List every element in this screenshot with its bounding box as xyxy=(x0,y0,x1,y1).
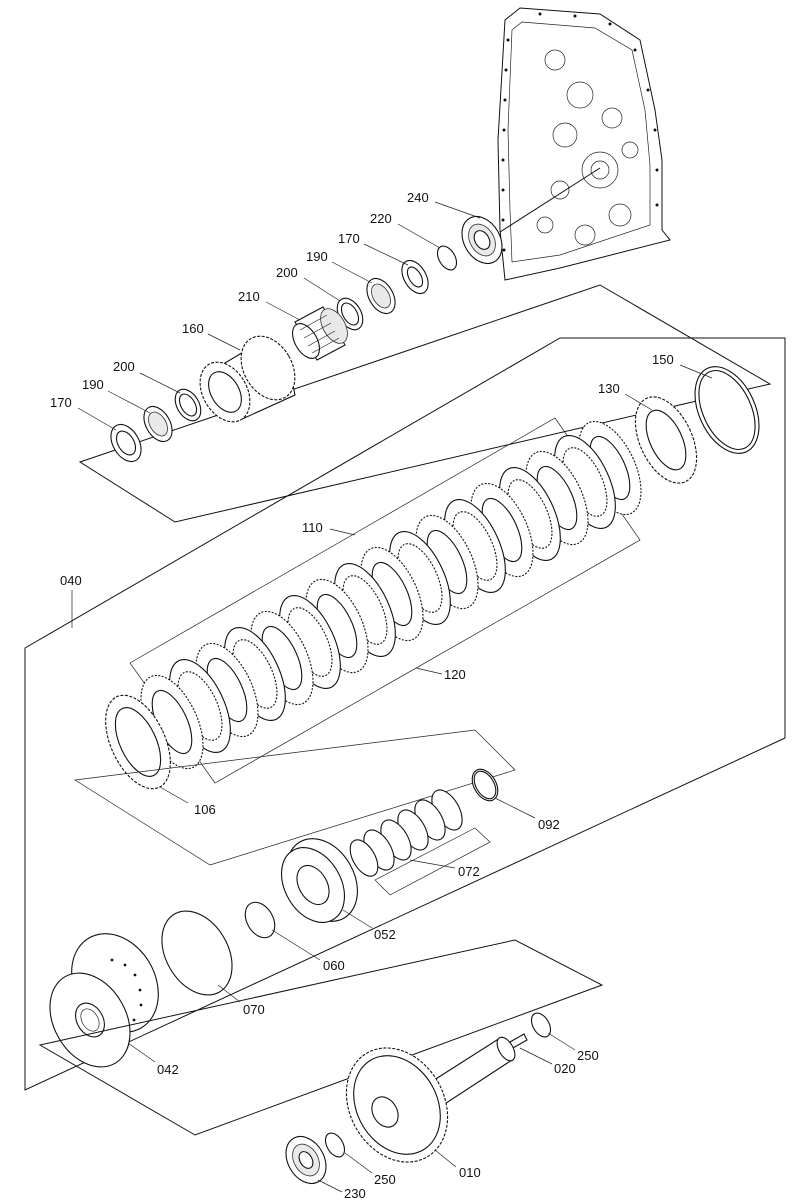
clutch-disc-stack xyxy=(140,420,642,770)
thrust-bearing-190-lower xyxy=(143,405,173,443)
callout-190-lower: 190 xyxy=(82,377,104,392)
callout-120: 120 xyxy=(444,667,466,682)
callout-250-upper: 250 xyxy=(577,1048,599,1063)
callout-190-upper: 190 xyxy=(306,249,328,264)
snap-ring-150 xyxy=(694,366,760,454)
snap-ring-250-upper xyxy=(530,1012,552,1038)
callout-230: 230 xyxy=(344,1186,366,1200)
callout-160: 160 xyxy=(182,321,204,336)
thrust-washer-200-lower xyxy=(174,388,202,422)
callout-040: 040 xyxy=(60,573,82,588)
callout-130: 130 xyxy=(598,381,620,396)
callout-250-lower: 250 xyxy=(374,1172,396,1187)
callout-labels: 240 220 170 190 200 210 160 200 190 170 … xyxy=(50,190,674,1200)
gear-shaft-010 xyxy=(345,1036,516,1163)
callout-150: 150 xyxy=(652,352,674,367)
transmission-housing xyxy=(497,7,671,281)
clutch-assembly-frame xyxy=(24,337,786,1091)
callout-010: 010 xyxy=(459,1165,481,1180)
ball-bearing-240 xyxy=(461,216,503,264)
callout-092: 092 xyxy=(538,817,560,832)
callout-042: 042 xyxy=(157,1062,179,1077)
thrust-washer-170-lower xyxy=(110,423,142,463)
callout-106: 106 xyxy=(194,802,216,817)
seal-ring-060 xyxy=(244,901,276,939)
seal-ring-070 xyxy=(161,910,233,996)
callout-210: 210 xyxy=(238,289,260,304)
thrust-washer-170-upper xyxy=(401,259,429,295)
callout-240: 240 xyxy=(407,190,429,205)
upper-frame xyxy=(78,284,772,523)
snap-ring-250-lower xyxy=(324,1132,346,1158)
clutch-disc xyxy=(169,659,231,753)
ball-bearing-230 xyxy=(285,1136,327,1184)
end-plate-106 xyxy=(105,694,171,790)
callout-020: 020 xyxy=(554,1061,576,1076)
o-ring-092 xyxy=(471,768,499,802)
shaft-group-frame xyxy=(38,939,604,1136)
piston-052 xyxy=(281,838,358,923)
callout-110: 110 xyxy=(302,520,323,535)
planet-gear-160 xyxy=(199,335,296,423)
callout-200-upper: 200 xyxy=(276,265,298,280)
end-plate-130 xyxy=(634,396,698,484)
callout-170-lower: 170 xyxy=(50,395,72,410)
callout-052: 052 xyxy=(374,927,396,942)
clutch-disc xyxy=(499,467,561,561)
thrust-bearing-190-upper xyxy=(366,277,396,315)
clutch-disc xyxy=(554,435,616,529)
callout-060: 060 xyxy=(323,958,345,973)
leader-lines xyxy=(71,201,713,1193)
callout-072: 072 xyxy=(458,864,480,879)
needle-bearing-210 xyxy=(291,306,348,361)
callout-070: 070 xyxy=(243,1002,265,1017)
callout-220: 220 xyxy=(370,211,392,226)
snap-ring-220 xyxy=(436,245,458,271)
spring-pack-072 xyxy=(349,789,491,896)
callout-200-lower: 200 xyxy=(113,359,135,374)
clutch-drum-042 xyxy=(49,933,159,1068)
piston-group-frame xyxy=(73,729,516,866)
callout-170-upper: 170 xyxy=(338,231,360,246)
